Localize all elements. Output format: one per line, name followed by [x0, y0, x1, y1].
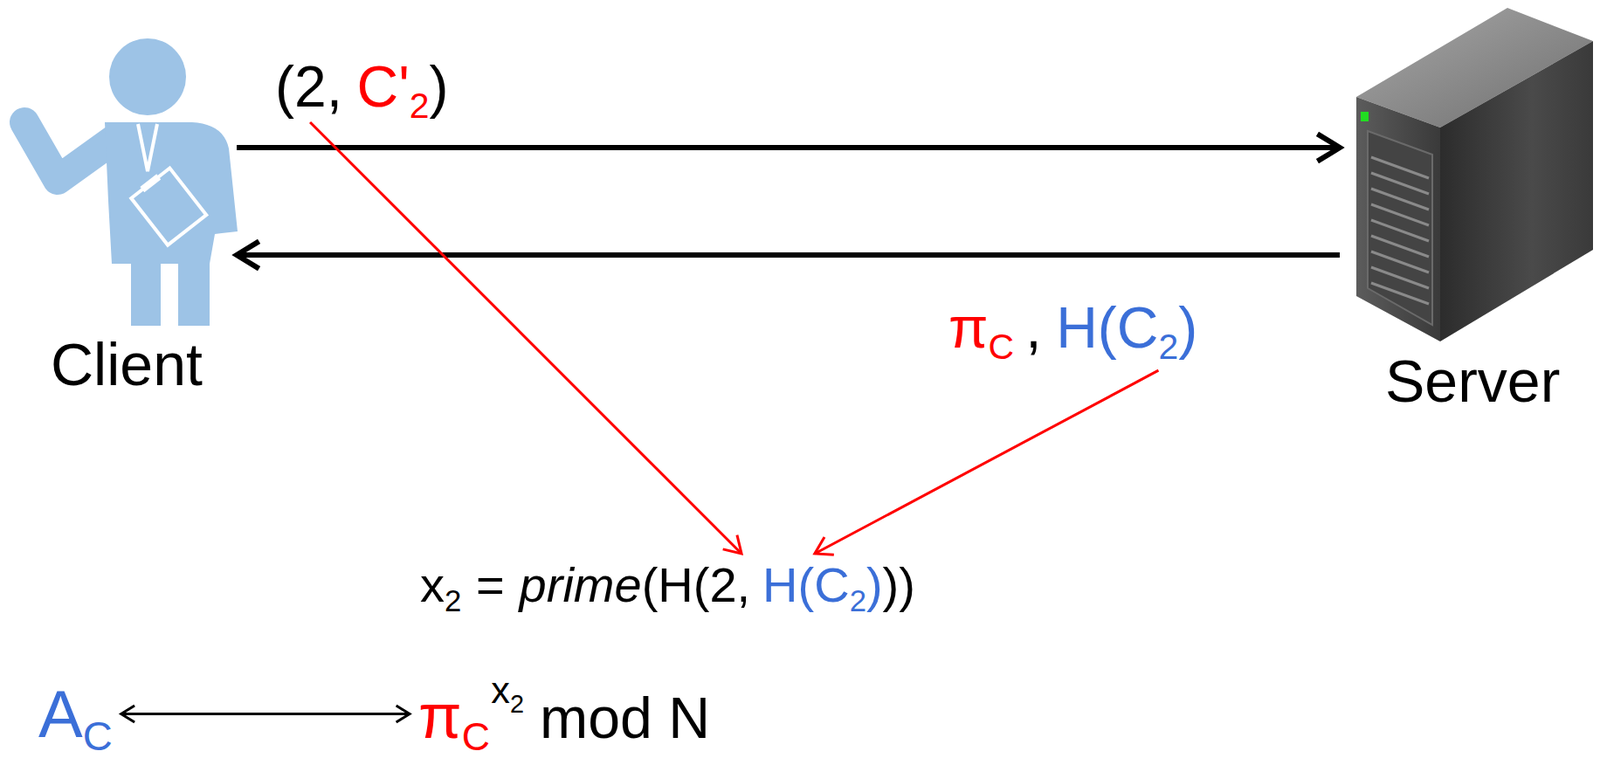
formula-term: A: [38, 676, 83, 752]
node-label: Client: [50, 334, 203, 394]
arrow-head: [723, 535, 742, 554]
equivalence-line: [123, 712, 408, 716]
client-person-icon: [24, 38, 238, 326]
person-body: [104, 122, 238, 264]
formula-term: ): [1178, 295, 1198, 360]
person-arm: [24, 122, 114, 180]
formula-term: (2,: [275, 54, 343, 119]
formula-term: )): [882, 557, 916, 613]
formula-term: 2: [444, 584, 462, 618]
formula-term: 2: [1158, 326, 1179, 367]
arrow-head: [236, 241, 260, 269]
arrow-head: [1317, 133, 1340, 161]
leader-line: [310, 122, 742, 554]
formula-term: C: [462, 715, 490, 759]
message-line: [239, 252, 1340, 258]
formula: AC: [38, 681, 113, 748]
person-tie: [137, 124, 158, 172]
client-node: Client: [0, 0, 237, 411]
hash-leader: [814, 370, 1159, 555]
formula-term: =: [475, 557, 505, 613]
formula-term: prime: [519, 557, 642, 613]
server-panel: [1367, 131, 1433, 325]
formula-term: C: [82, 712, 113, 759]
server-slots: [1371, 157, 1429, 304]
message-arrow: [236, 241, 1340, 269]
formula-term: C: [988, 326, 1015, 367]
person-head: [109, 38, 187, 116]
formula-term: ): [866, 557, 883, 613]
server-side: [1440, 41, 1594, 342]
formula-term: 2: [849, 584, 867, 618]
clipboard-board: [131, 168, 207, 246]
index-leader: [310, 122, 742, 554]
server-led: [1360, 111, 1369, 122]
server-icon: [1356, 7, 1594, 342]
formula-term: ,: [1025, 295, 1042, 360]
node-label: Server: [1385, 351, 1560, 411]
equivalence-arrow: [121, 705, 410, 723]
formula-term: (H(2,: [641, 557, 751, 613]
formula: πC,H(C2): [948, 298, 1198, 357]
formula-term: x: [490, 668, 511, 711]
formula: (2,C'2): [275, 57, 449, 116]
leader-line: [814, 370, 1159, 554]
server-node: Server: [1339, 0, 1597, 411]
formula-term: x: [420, 557, 445, 613]
person-leg: [131, 255, 161, 326]
arrow-head: [396, 705, 410, 723]
arrow-head: [814, 537, 835, 555]
formula-term: mod N: [539, 685, 711, 751]
arrow-head: [121, 705, 135, 723]
formula-term: 2: [409, 85, 430, 126]
formula: πCx2mod N: [418, 684, 711, 748]
server-front: [1356, 96, 1441, 342]
formula: x2=prime(H(2,H(C2))): [420, 560, 916, 610]
message-line: [236, 144, 1338, 151]
clipboard: [131, 168, 207, 246]
formula-term: 2: [510, 689, 525, 718]
formula-term: π: [948, 295, 989, 360]
clipboard-clip: [142, 176, 159, 190]
formula-term: H(C: [762, 557, 850, 613]
person-leg: [178, 255, 210, 326]
formula-term: π: [418, 681, 463, 752]
formula-term: C': [357, 54, 410, 119]
formula-term: ): [429, 54, 449, 119]
formula-term: H(C: [1055, 295, 1159, 360]
message-arrow: [236, 133, 1340, 161]
